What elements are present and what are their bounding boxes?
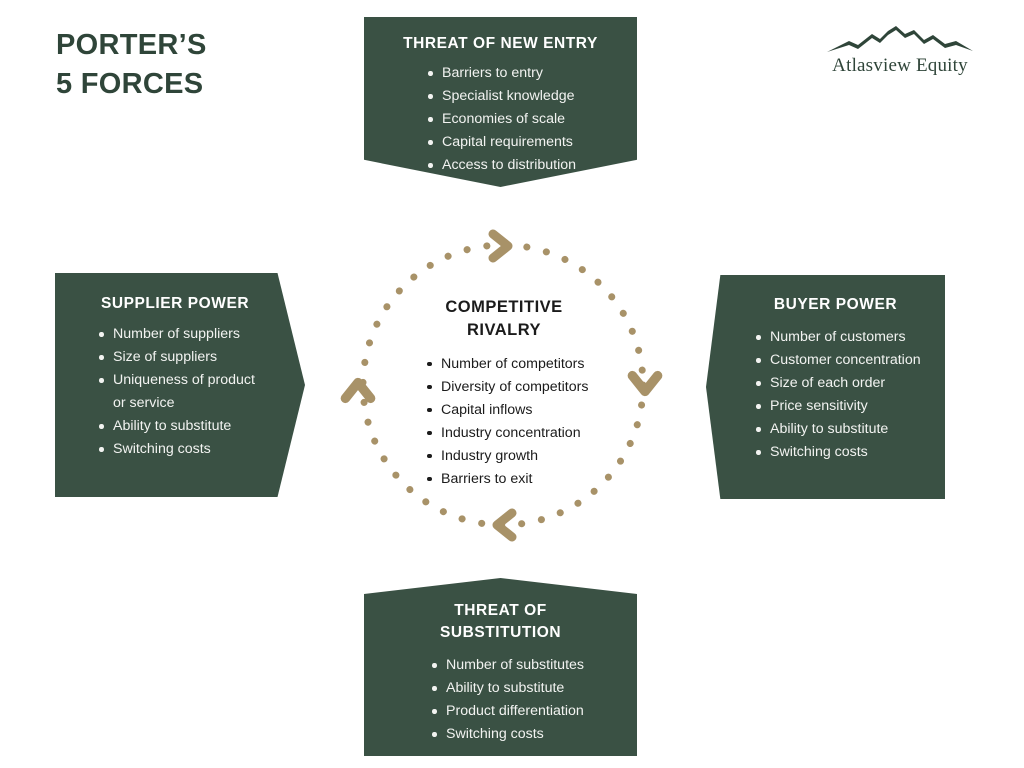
force-list-threat-of-substitution: Number of substitutes Ability to substit…	[430, 654, 619, 746]
page-title: PORTER’S 5 FORCES	[56, 26, 207, 103]
chevron-right-icon-top	[488, 229, 513, 263]
list-item: Number of suppliers	[97, 323, 291, 346]
list-item: Barriers to entry	[426, 62, 617, 85]
force-list-supplier-power: Number of suppliers Size of suppliers Un…	[97, 323, 291, 461]
list-item: Size of suppliers	[97, 346, 291, 369]
list-item: Specialist knowledge	[426, 85, 617, 108]
list-item: Price sensitivity	[754, 395, 935, 418]
list-item: Economies of scale	[426, 108, 617, 131]
competitive-rivalry-title: COMPETITIVE RIVALRY	[445, 298, 563, 340]
force-list-buyer-power: Number of customers Customer concentrati…	[754, 326, 935, 464]
list-item: Product differentiation	[430, 700, 619, 723]
brand-name: Atlasview Equity	[832, 55, 968, 76]
page-title-line-2: 5 FORCES	[56, 67, 204, 100]
list-item: Access to distribution	[426, 154, 617, 177]
force-list-threat-of-new-entry: Barriers to entry Specialist knowledge E…	[426, 62, 617, 177]
mountain-range-icon	[827, 26, 973, 52]
list-item: Number of customers	[754, 326, 935, 349]
brand-logo: Atlasview Equity	[818, 24, 982, 88]
list-item: Customer concentration	[754, 349, 935, 372]
list-item: Switching costs	[97, 438, 291, 461]
list-item: Industry growth	[426, 445, 610, 468]
chevron-left-icon-bottom	[492, 508, 517, 542]
competitive-rivalry-panel: COMPETITIVE RIVALRY Number of competitor…	[398, 296, 610, 491]
force-title-supplier-power: SUPPLIER POWER	[101, 295, 250, 312]
list-item: Ability to substitute	[430, 677, 619, 700]
force-title-threat-of-new-entry: THREAT OF NEW ENTRY	[403, 35, 598, 52]
list-item: Barriers to exit	[426, 468, 610, 491]
list-item: Capital requirements	[426, 131, 617, 154]
page-title-line-1: PORTER’S	[56, 29, 207, 61]
force-title-buyer-power: BUYER POWER	[773, 296, 898, 313]
list-item: Ability to substitute	[754, 418, 935, 441]
list-item: Industry concentration	[426, 422, 610, 445]
force-box-supplier-power[interactable]: SUPPLIER POWER Number of suppliers Size …	[55, 273, 305, 497]
list-item: Capital inflows	[426, 399, 610, 422]
list-item: Switching costs	[430, 723, 619, 746]
list-item: Uniqueness of product	[97, 369, 291, 392]
chevron-down-icon-right	[627, 370, 663, 397]
competitive-rivalry-list: Number of competitors Diversity of compe…	[426, 353, 610, 491]
chevron-up-icon-left	[340, 377, 376, 404]
list-item: Number of competitors	[426, 353, 610, 376]
list-item: Size of each order	[754, 372, 935, 395]
list-item-continuation: or service	[113, 395, 175, 411]
list-item: Number of substitutes	[430, 654, 619, 677]
force-title-threat-of-substitution: THREAT OF SUBSTITUTION	[439, 602, 562, 641]
list-item: Ability to substitute	[97, 415, 291, 438]
force-box-buyer-power[interactable]: BUYER POWER Number of customers Customer…	[706, 275, 945, 499]
force-box-threat-of-new-entry[interactable]: THREAT OF NEW ENTRY Barriers to entry Sp…	[364, 17, 637, 187]
list-item: Diversity of competitors	[426, 376, 610, 399]
list-item: Switching costs	[754, 441, 935, 464]
force-box-threat-of-substitution[interactable]: THREAT OF SUBSTITUTION Number of substit…	[364, 578, 637, 756]
